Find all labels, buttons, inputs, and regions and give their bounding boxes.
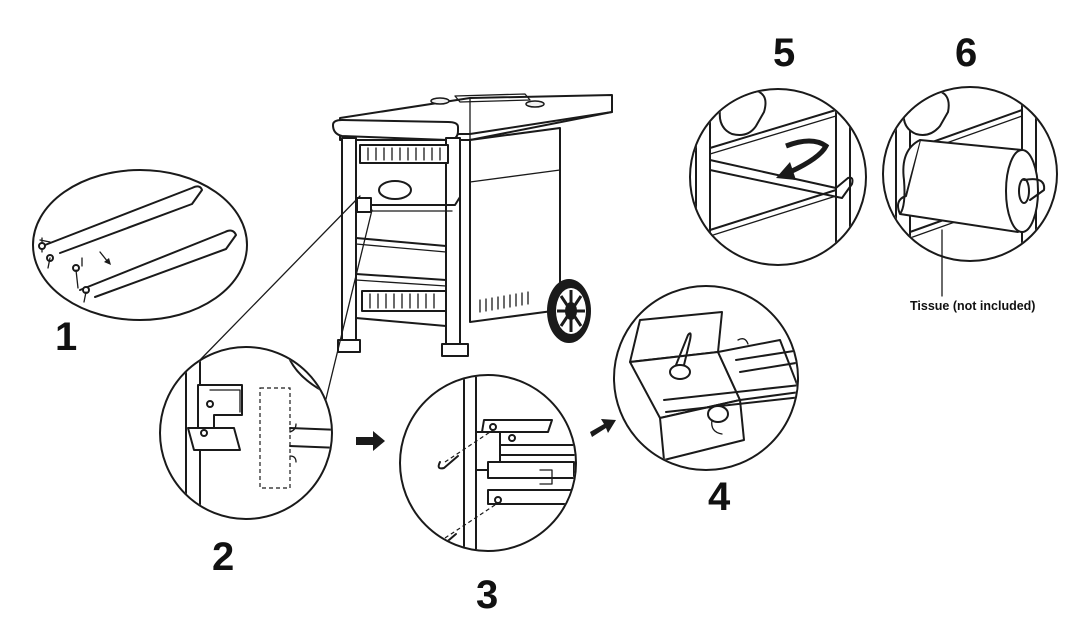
step-3-number: 3 — [476, 573, 498, 617]
rotate-arrow-icon — [776, 138, 830, 180]
tissue-label: Tissue (not included) — [910, 299, 1035, 313]
step-1-detail — [32, 169, 248, 321]
arrow-right-icon — [590, 419, 616, 437]
cart-illustration — [199, 93, 613, 441]
wheel — [547, 279, 591, 343]
step-6-number: 6 — [955, 31, 977, 75]
side-vents — [479, 291, 529, 313]
step-5-number: 5 — [773, 31, 795, 75]
step-2-number: 2 — [212, 535, 234, 579]
step-4-number: 4 — [708, 475, 731, 519]
step-6-detail — [882, 86, 1058, 297]
step-1-number: 1 — [55, 315, 77, 359]
arrow-right-icon — [356, 431, 385, 451]
step-2-detail — [159, 346, 333, 520]
step-4-detail — [613, 285, 799, 471]
step-5-detail — [689, 88, 867, 266]
step-3-detail — [399, 374, 577, 552]
small-down-arrow-icon — [99, 251, 111, 265]
